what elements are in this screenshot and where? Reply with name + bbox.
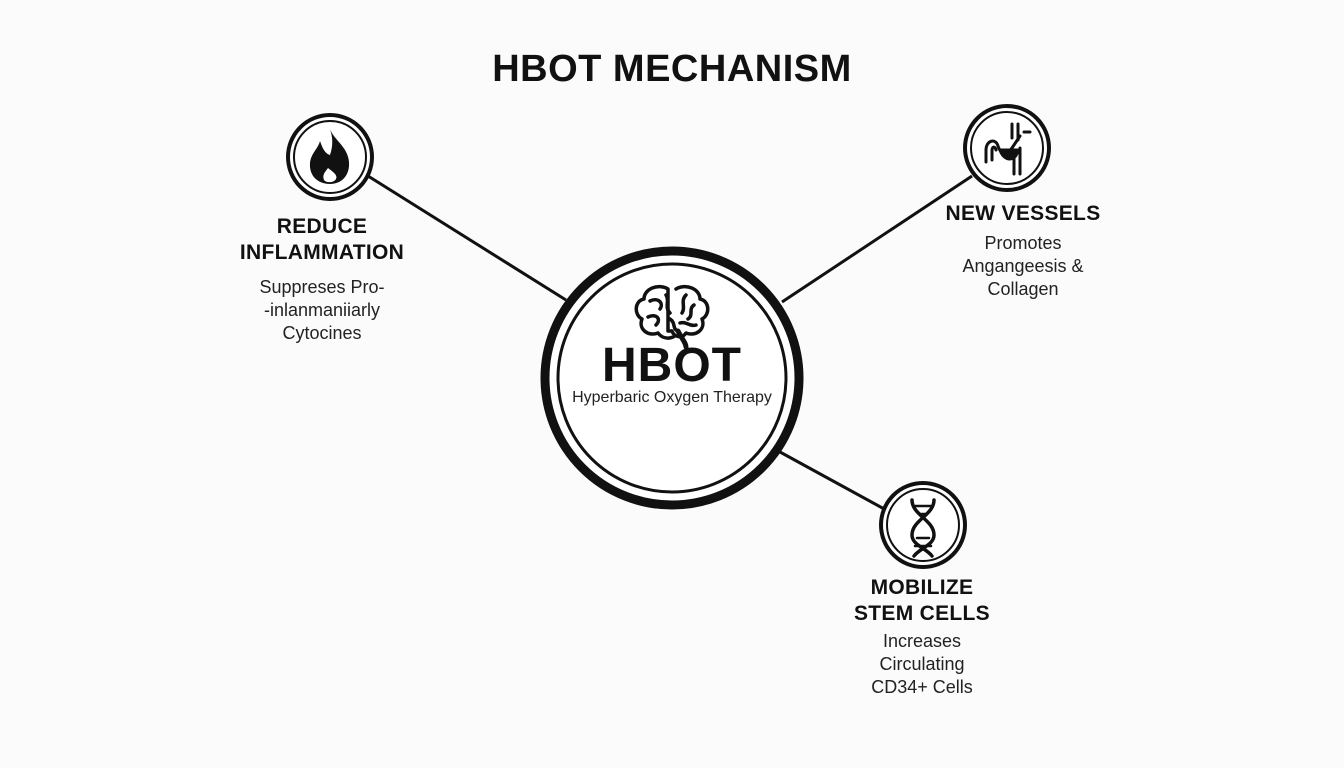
flame-icon [309,129,350,184]
connector-inflammation [367,174,567,302]
inflammation-title: REDUCE INFLAMMATION [239,215,405,264]
stem-cells-description: Increases Circulating CD34+ Cells [871,631,973,697]
connector-vessels [781,174,973,304]
vessels-title: NEW VESSELS [945,202,1101,225]
center-subtitle: Hyperbaric Oxygen Therapy [572,389,772,406]
blood-vessel-icon [984,122,1032,176]
center-hub [540,246,804,510]
diagram-title: HBOT MECHANISM [492,48,852,90]
vessels-icon-badge [963,104,1051,192]
brain-icon [634,284,710,350]
stem-cells-title: MOBILIZE STEM CELLS [853,576,990,625]
inflammation-description: Suppreses Pro- -inlanmaniiarly Cytocines [259,277,385,343]
center-label: HBOT [602,339,742,392]
vessels-description: Promotes Angangeesis & Collagen [962,233,1084,299]
dna-icon [910,498,936,558]
stem-cells-icon-badge [879,481,967,569]
connector-stem-cells [779,450,887,512]
